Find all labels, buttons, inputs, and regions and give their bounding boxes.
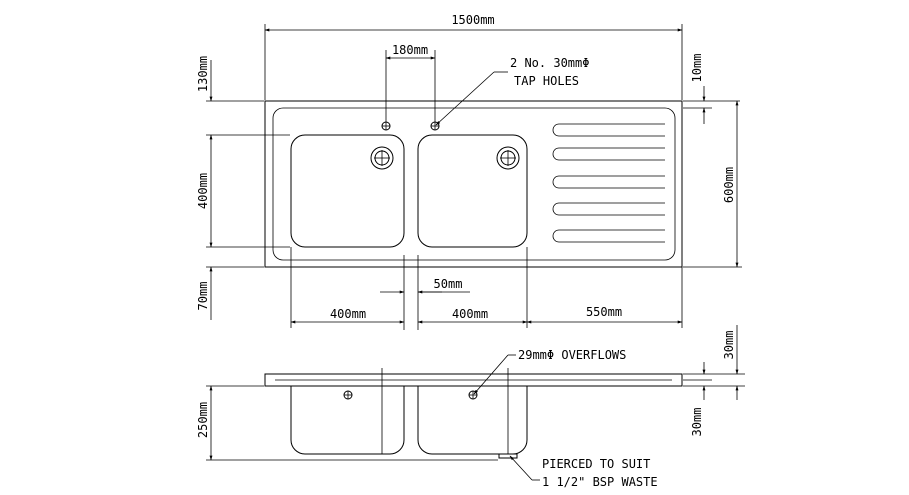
note-tap-holes: 2 No. 30mmΦ TAP HOLES: [435, 56, 589, 126]
dim-section-bottom: 30mm: [683, 362, 712, 436]
tap-hole-left-icon: [381, 121, 391, 131]
overflow-left-icon: [343, 390, 353, 400]
section-view: [264, 368, 683, 459]
dim-tap-spacing-label: 180mm: [392, 43, 428, 57]
dim-right-bowl-width-label: 400mm: [452, 307, 488, 321]
dim-back-upstand-label: 130mm: [196, 56, 210, 92]
note-waste-line1: PIERCED TO SUIT: [542, 457, 650, 471]
drainer-grooves: [552, 123, 665, 243]
dim-tap-spacing: 180mm: [385, 43, 436, 122]
sink-inner-rim: [272, 107, 676, 261]
note-tap-holes-line2: TAP HOLES: [514, 74, 579, 88]
dim-overall-width-label: 1500mm: [451, 13, 494, 27]
section-top-deck: [264, 373, 683, 387]
dim-left-bowl-width-label: 400mm: [330, 307, 366, 321]
note-overflows-label: 29mmΦ OVERFLOWS: [518, 348, 626, 362]
note-tap-holes-line1: 2 No. 30mmΦ: [510, 56, 589, 70]
dim-overall-depth-label: 600mm: [722, 167, 736, 203]
dim-bowl-length-label: 400mm: [196, 173, 210, 209]
dim-bowl-depth: 250mm: [196, 385, 498, 461]
note-waste: PIERCED TO SUIT 1 1/2" BSP WASTE: [509, 455, 658, 489]
dim-section-bottom-label: 30mm: [690, 408, 704, 437]
right-waste-icon: [496, 146, 520, 170]
dim-front-margin-label: 70mm: [196, 282, 210, 311]
section-left-bowl: [290, 386, 405, 455]
dim-overall-depth: 600mm: [683, 100, 742, 268]
right-bowl: [417, 134, 528, 248]
dim-drainer-width-label: 550mm: [586, 305, 622, 319]
dim-bowl-gap: 50mm: [380, 277, 470, 294]
note-waste-line2: 1 1/2" BSP WASTE: [542, 475, 658, 489]
dim-rim-top: 10mm: [683, 54, 740, 124]
waste-outlet: [498, 453, 518, 459]
dim-bowl-length: 400mm: [196, 134, 290, 248]
section-right-bowl: [417, 386, 528, 455]
dim-section-top: 30mm: [683, 325, 745, 400]
plan-view: [264, 100, 683, 330]
dim-overall-width: 1500mm: [264, 13, 683, 100]
dim-bowl-depth-label: 250mm: [196, 402, 210, 438]
dim-section-top-label: 30mm: [722, 331, 736, 360]
left-waste-icon: [370, 146, 394, 170]
note-overflows: 29mmΦ OVERFLOWS: [473, 348, 626, 395]
dim-bowl-widths: 400mm 400mm 550mm: [290, 247, 683, 328]
dim-front-margin: 70mm: [196, 266, 264, 320]
left-bowl: [290, 134, 405, 248]
sink-outline: [264, 100, 683, 268]
overflow-right-icon: [468, 390, 478, 400]
dim-bowl-gap-label: 50mm: [434, 277, 463, 291]
dim-rim-top-label: 10mm: [690, 54, 704, 83]
dim-back-upstand: 130mm: [196, 56, 290, 136]
